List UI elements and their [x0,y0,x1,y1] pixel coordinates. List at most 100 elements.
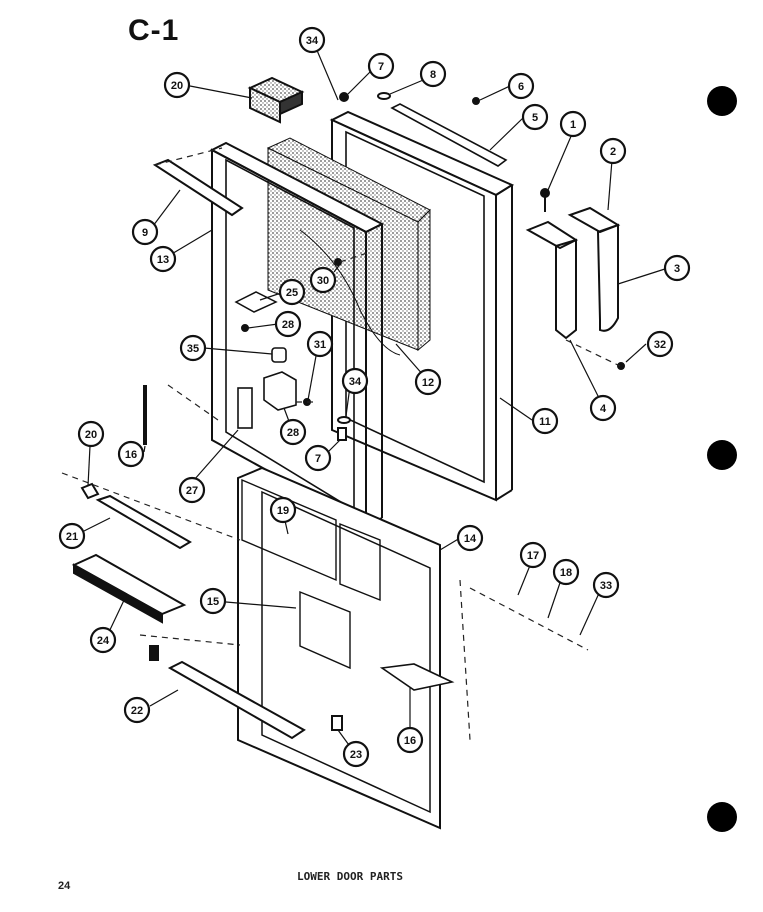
hinge-cover [567,206,621,332]
figure-caption: LOWER DOOR PARTS [297,870,403,883]
callout-18: 18 [552,558,580,586]
callout-1: 1 [559,110,587,138]
svg-text:7: 7 [315,453,321,465]
inner-door-liner [237,466,455,830]
callout-20: 20 [163,71,191,99]
door-hinge [525,188,579,340]
svg-text:23: 23 [350,749,362,761]
svg-text:16: 16 [125,449,137,461]
svg-text:31: 31 [314,339,326,351]
callout-14: 14 [456,524,484,552]
svg-text:4: 4 [600,403,607,415]
callout-15: 15 [199,587,227,615]
binder-hole-middle [707,440,737,470]
callout-19: 19 [269,496,297,524]
callout-24: 24 [89,626,117,654]
svg-text:22: 22 [131,705,143,717]
svg-text:17: 17 [527,550,539,562]
callout-32: 32 [646,330,674,358]
callout-22: 22 [123,696,151,724]
callout-21: 21 [58,522,86,550]
callout-31: 31 [306,330,334,358]
svg-text:27: 27 [186,485,198,497]
svg-text:8: 8 [430,69,436,81]
callout-16-upper: 16 [117,440,145,468]
handle-clip [149,645,159,661]
callout-8: 8 [419,60,447,88]
svg-text:9: 9 [142,227,148,239]
svg-text:35: 35 [187,343,199,355]
svg-text:6: 6 [518,81,524,93]
callout-35: 35 [179,334,207,362]
svg-text:19: 19 [277,505,289,517]
callout-12: 12 [414,368,442,396]
svg-text:1: 1 [570,119,576,131]
callout-4: 4 [589,394,617,422]
door-handle-22 [167,660,306,740]
svg-text:16: 16 [404,735,416,747]
callout-34: 34 [298,26,326,54]
top-strip [390,103,508,167]
binder-hole-bottom [707,802,737,832]
callout-28-lower: 28 [279,418,307,446]
assembly-guide-lines [61,147,621,741]
callout-2: 2 [599,137,627,165]
top-hinge-cover [247,76,305,124]
svg-text:20: 20 [171,80,183,92]
svg-text:20: 20 [85,429,97,441]
bracket-28 [263,371,297,411]
binder-hole-top [707,86,737,116]
svg-text:7: 7 [378,61,384,73]
callout-17: 17 [519,541,547,569]
svg-text:15: 15 [207,596,219,608]
section-code: C-1 [128,14,180,47]
callout-25: 25 [278,278,306,306]
clip-20 [80,482,100,500]
callout-5: 5 [521,103,549,131]
svg-text:28: 28 [287,427,299,439]
top-trim-bar [152,158,244,217]
washer-34 [337,416,351,424]
svg-text:32: 32 [654,339,666,351]
svg-text:33: 33 [600,580,612,592]
svg-text:12: 12 [422,377,434,389]
callout-13: 13 [149,245,177,273]
svg-text:2: 2 [610,146,616,158]
page-number: 24 [58,880,71,892]
svg-text:13: 13 [157,254,169,266]
callout-27: 27 [178,476,206,504]
callout-33: 33 [592,571,620,599]
callout-bubbles: 20 34 7 8 6 5 1 2 3 9 13 30 25 28 35 31 … [58,26,691,768]
parts-linework [71,76,625,830]
egg-tray [71,553,187,624]
svg-text:14: 14 [464,533,477,545]
svg-text:11: 11 [539,416,551,428]
shelf-rail-21 [95,494,192,550]
callout-7-lower: 7 [304,444,332,472]
callout-7: 7 [367,52,395,80]
pin-7 [337,427,347,441]
latch-23 [331,715,343,731]
callout-9: 9 [131,218,159,246]
callout-30: 30 [309,266,337,294]
svg-text:34: 34 [306,35,319,47]
callout-6: 6 [507,72,535,100]
svg-text:5: 5 [532,112,538,124]
callout-23: 23 [342,740,370,768]
callout-34-lower: 34 [341,367,369,395]
svg-text:30: 30 [317,275,329,287]
callout-28: 28 [274,310,302,338]
callout-11: 11 [531,407,559,435]
callout-20-lower: 20 [77,420,105,448]
svg-text:34: 34 [349,376,362,388]
svg-text:28: 28 [282,319,294,331]
bracket-27 [237,387,253,429]
svg-text:18: 18 [560,567,572,579]
bushing-35 [271,347,287,363]
svg-text:25: 25 [286,287,298,299]
callout-3: 3 [663,254,691,282]
svg-text:21: 21 [66,531,78,543]
svg-text:24: 24 [97,635,110,647]
